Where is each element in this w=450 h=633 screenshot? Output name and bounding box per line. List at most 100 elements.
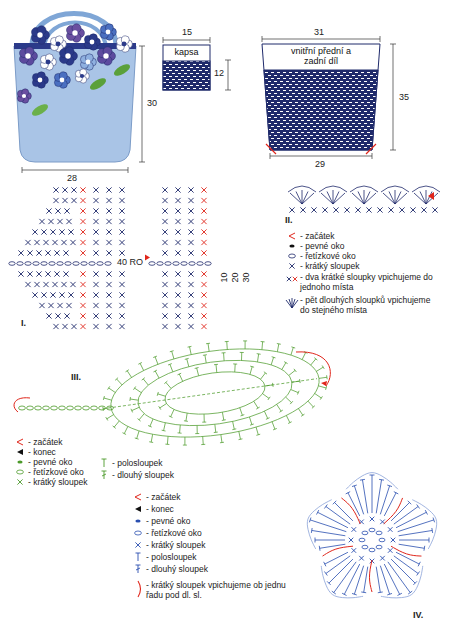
leaf-row: [134, 351, 297, 434]
stitch-mark: [255, 427, 260, 436]
stitch-mark: [399, 207, 404, 212]
stitch-mark: [162, 313, 167, 318]
leaf-appliqué: [88, 76, 108, 92]
stitch-mark: [106, 208, 111, 213]
stitch-mark: [380, 566, 392, 595]
stitch-mark: [46, 313, 51, 318]
direction-arrow: [296, 352, 330, 386]
panel-label: kapsa: [164, 45, 209, 57]
stitch-mark: [286, 415, 292, 424]
stitch-mark: [286, 396, 294, 404]
stitch-mark: [231, 421, 236, 430]
double-stitch: [136, 565, 141, 573]
stitch-mark: [162, 292, 167, 297]
flower-centre: [38, 78, 43, 83]
stitch-mark: [359, 556, 364, 561]
start-mark: [17, 439, 23, 445]
stitch-mark: [55, 313, 60, 318]
end-mark: [135, 506, 141, 512]
stitch-mark: [324, 552, 348, 566]
stitch-mark: [45, 250, 50, 255]
deep-stitch-line: [323, 546, 353, 556]
stitch-mark: [168, 364, 173, 373]
fan-arc: [381, 186, 409, 192]
stitch-mark: [106, 303, 111, 308]
stitch-mark: [324, 556, 350, 576]
stitch-mark: [18, 271, 23, 276]
stitch-mark: [162, 282, 167, 287]
flower-appliqué: [32, 72, 48, 88]
stitch-mark: [380, 556, 385, 561]
legend-text: - dlouhý sloupek: [146, 564, 286, 574]
stitch-mark: [25, 240, 30, 245]
stitch-mark: [201, 282, 206, 287]
stitch-mark: [352, 566, 364, 595]
panel-border: [163, 45, 210, 90]
stitch-mark: [352, 548, 357, 553]
stitch-mark: [63, 271, 68, 276]
legend-item: - krátký sloupek: [300, 261, 440, 271]
chain-stitch: [99, 406, 106, 410]
legend-item: - polosloupek: [112, 458, 192, 468]
legend-item: - krátký sloupek: [146, 540, 286, 550]
stitch-mark: [93, 271, 98, 276]
stitch-mark: [240, 352, 245, 361]
chain-stitch: [35, 406, 42, 410]
chain-stitch: [157, 262, 163, 266]
stitch-mark: [93, 229, 98, 234]
stitch-mark: [233, 363, 238, 372]
deep-stitch-line: [369, 560, 372, 592]
fan-arc: [350, 186, 378, 192]
stitch-mark: [249, 417, 254, 426]
stitch-mark: [134, 431, 140, 440]
stitch-mark: [80, 187, 85, 192]
stitch-mark: [214, 364, 219, 373]
legend-symbol: [289, 244, 294, 247]
legend-text: - pevné oko: [28, 457, 108, 467]
stitch-mark: [188, 187, 193, 192]
chain-stitch: [376, 531, 382, 535]
stitch-mark: [391, 501, 411, 521]
chain-stitch: [197, 262, 203, 266]
legend-symbol: [17, 470, 24, 474]
stitch-mark: [62, 198, 67, 203]
stitch-mark: [162, 219, 167, 224]
stitch-mark: [388, 527, 393, 532]
legend-text: - krátký sloupek vpichujeme ob jednu řad…: [146, 580, 291, 600]
stitch-mark: [106, 292, 111, 297]
double-stitch: [102, 471, 107, 479]
legend-symbol: [102, 471, 107, 479]
stitch-mark: [32, 229, 37, 234]
chain-stitch: [41, 262, 47, 266]
stitch-mark: [410, 207, 415, 212]
stitch-mark: [175, 324, 180, 329]
stitch-mark: [62, 187, 67, 192]
legend-text: - pět dlouhých sloupků vpichujeme do ste…: [300, 295, 440, 315]
fan-stitch: [290, 190, 314, 204]
stitch-mark: [256, 353, 261, 362]
stitch-mark: [106, 240, 111, 245]
chart-two: [288, 186, 440, 213]
stitch-mark: [188, 240, 193, 245]
fan-stitch: [352, 190, 376, 204]
stitch-mark: [292, 379, 300, 384]
stitch-mark: [290, 346, 296, 355]
stitch-mark: [370, 475, 375, 513]
fan-stitch: [321, 190, 345, 204]
stitch-mark: [370, 517, 375, 522]
stitch-mark: [64, 208, 69, 213]
stitch-mark: [188, 198, 193, 203]
stitch-mark: [80, 282, 85, 287]
start-mark: [145, 255, 150, 261]
legend-item: - pevné oko: [300, 241, 440, 251]
stitch-mark: [103, 406, 111, 411]
chain-stitch: [57, 262, 63, 266]
stitch-mark: [119, 229, 124, 234]
flower-appliqué: [54, 72, 70, 88]
chain-stitch: [105, 262, 111, 266]
stitch-mark: [93, 187, 98, 192]
stitch-mark: [175, 187, 180, 192]
stitch-mark: [261, 341, 266, 350]
stitch-mark: [396, 510, 427, 528]
stitch-mark: [93, 324, 98, 329]
